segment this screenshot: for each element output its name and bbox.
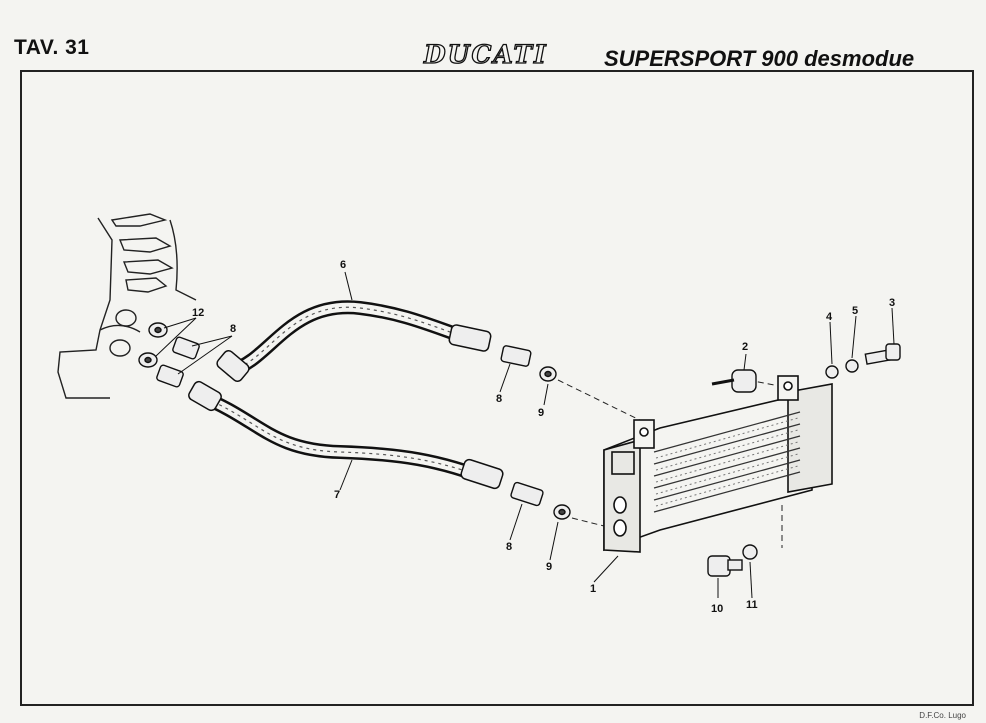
callout-8-engine: 8 (230, 323, 236, 335)
callout-8-upper: 8 (496, 393, 502, 405)
callout-5: 5 (852, 305, 858, 317)
callout-6: 6 (340, 259, 346, 271)
table-number: TAV. 31 (14, 36, 90, 59)
drain-plug (707, 544, 758, 577)
model-title: SUPERSPORT 900 desmodue (604, 46, 915, 71)
callout-12: 12 (192, 307, 204, 319)
oil-cooler (603, 375, 833, 553)
rubber-mount (711, 369, 757, 393)
callout-9-upper: 9 (538, 407, 544, 419)
bolt-assembly (825, 343, 901, 379)
callout-10: 10 (711, 603, 723, 615)
cooler-fittings (500, 345, 571, 520)
leader-lines (155, 271, 895, 599)
callout-11: 11 (746, 599, 758, 611)
oil-hose-upper (216, 300, 492, 383)
callout-1: 1 (590, 583, 596, 595)
callout-7: 7 (334, 489, 340, 501)
engine-case-fragment (57, 213, 197, 399)
engine-fittings (138, 322, 200, 388)
oil-hose-lower (188, 380, 504, 490)
brand-logo: DUCATI (423, 39, 548, 69)
callout-9-lower: 9 (546, 561, 552, 573)
footer-note: D.F.Co. Lugo (919, 711, 966, 720)
callout-3: 3 (889, 297, 895, 309)
drawing-frame (20, 70, 974, 706)
callout-8-lower: 8 (506, 541, 512, 553)
callout-4: 4 (826, 311, 833, 323)
callout-2: 2 (742, 341, 748, 353)
